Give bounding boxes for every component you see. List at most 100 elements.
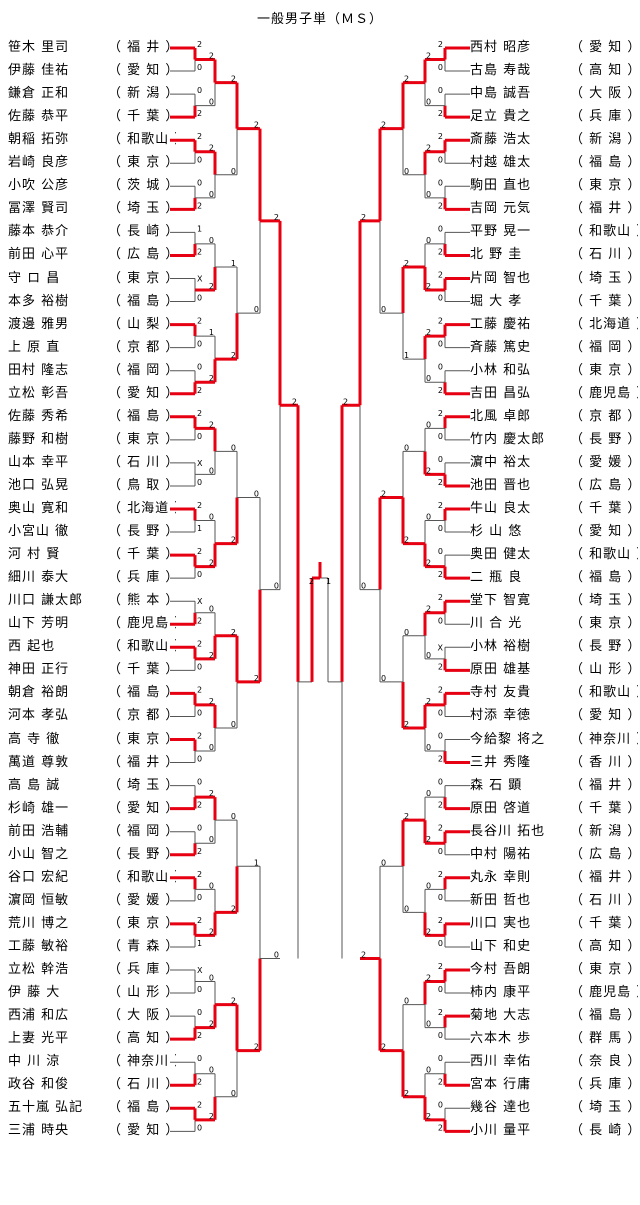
player-name: 鎌倉 正和 [8,86,70,102]
left-score-mark: 2 [254,121,259,130]
right-player-entry: 原田 雄基（ 山 形 ） [470,659,638,681]
right-r1-score-mark: 0 [438,778,443,787]
player-prefecture: （ 神奈川 ） [108,1054,176,1070]
player-prefecture: （ 埼 玉 ） [570,1100,638,1116]
left-player-entry: 萬道 尊敦（ 福 井 ） [8,752,176,774]
left-r1-score-mark: 0 [197,662,202,671]
right-r1-score-mark: 2 [438,1008,443,1017]
left-score-mark: 2 [209,1112,214,1121]
left-score-mark: 0 [231,720,236,729]
player-name: 山下 和史 [470,938,532,954]
left-player-entry: 岩崎 良彦（ 東 京 ） [8,152,176,174]
player-name: 細川 泰大 [8,570,70,586]
left-r1-score-mark: 2 [197,132,202,141]
player-prefecture: （ 茨 城 ） [108,178,176,194]
left-r1-score-mark: 2 [197,916,202,925]
left-r1-score-mark: 0 [197,1008,202,1017]
left-score-mark: 0 [209,466,214,475]
right-r1-score-mark: 2 [438,962,443,971]
left-r1-score-mark: 0 [197,1123,202,1132]
player-name: 小山 智之 [8,846,70,862]
left-player-entry: 笹木 里司（ 福 井 ） [8,37,176,59]
right-score-mark: 2 [404,1089,409,1098]
player-name: 濵岡 恒敏 [8,892,70,908]
player-name: 森 石 顕 [470,777,523,793]
player-name: 堀 大 孝 [470,293,523,309]
left-score-mark: 0 [209,881,214,890]
left-r1-score-mark: 1 [197,939,202,948]
left-player-entry: 高 島 誠（ 埼 玉 ） [8,775,176,797]
player-name: 今村 吾朗 [470,962,532,977]
left-score-mark: 0 [231,443,236,452]
player-prefecture: （ 香 川 ） [570,754,638,770]
right-score-mark: 2 [426,605,431,614]
player-prefecture: （ 東 京 ） [570,616,638,632]
right-r1-score-mark: 0 [438,178,443,187]
left-r1-score-mark: 2 [197,685,202,694]
player-name: 工藤 慶祐 [470,316,532,332]
player-prefecture: （ 福 井 ） [570,201,638,217]
left-score-mark: 2 [254,674,259,683]
player-name: 西 起也 [8,639,56,655]
right-score-mark: 0 [426,190,431,199]
left-r1-score-mark: 0 [197,178,202,187]
player-prefecture: （ 福 井 ） [108,754,176,770]
left-player-entry: 守 ロ 昌（ 東 京 ） [8,268,176,290]
left-r1-score-mark: 0 [197,708,202,717]
player-name: 平野 晃一 [470,224,532,240]
player-prefecture: （ 石 川 ） [108,1077,176,1093]
player-prefecture: （ 千 葉 ） [108,109,176,125]
left-score-mark: 1 [231,259,236,268]
left-player-entry: 佐藤 秀希（ 福 島 ） [8,406,176,428]
right-player-entry: 二 瓶 良（ 福 島 ） [470,567,638,589]
left-r1-score-mark: 0 [197,893,202,902]
left-player-entry: 上妻 光平（ 高 知 ） [8,1028,176,1050]
player-name: 上 原 直 [8,339,61,355]
right-score-mark: 0 [426,420,431,429]
left-player-entry: 川口 謙太郎（ 熊 本 ） [8,590,176,612]
right-player-entry: 森 石 顕（ 福 井 ） [470,775,638,797]
right-r1-score-mark: 0 [438,155,443,164]
left-r1-score-mark: 2 [197,409,202,418]
left-score-mark: 2 [231,628,236,637]
right-score-mark: 2 [361,950,366,959]
final-left-mark: 2 [309,577,314,586]
left-r1-score-mark: 2 [197,1031,202,1040]
right-score-mark: 0 [426,1020,431,1029]
left-r1-score-mark: 0 [197,432,202,441]
left-score-mark: 2 [209,559,214,568]
left-player-entry: 立松 彰吾（ 愛 知 ） [8,383,176,405]
left-player-entry: 神田 正行（ 千 葉 ） [8,659,176,681]
player-prefecture: （ 埼 玉 ） [570,593,638,609]
player-prefecture: （ 京 都 ） [108,339,176,355]
right-score-mark: 0 [426,374,431,383]
left-player-entry: 河 村 賢（ 千 葉 ） [8,544,176,566]
player-prefecture: （ 福 島 ） [570,1008,638,1024]
player-prefecture: （ 東 京 ） [570,962,638,977]
right-score-mark: 2 [381,489,386,498]
player-prefecture: （ 埼 玉 ） [108,777,176,793]
player-prefecture: （ 奈 良 ） [570,1054,638,1070]
right-r1-score-mark: 0 [438,732,443,741]
player-name: 杉 山 悠 [470,524,523,540]
left-score-mark: 2 [231,997,236,1006]
left-player-entry: 佐藤 恭平 （ 千 葉 ） [8,106,176,128]
left-score-mark: 2 [231,351,236,360]
right-score-mark: 0 [426,651,431,660]
left-r1-score-mark: 0 [197,1054,202,1063]
left-score-mark: 0 [274,950,279,959]
right-score-mark: 0 [426,98,431,107]
player-prefecture: （ 京 都 ） [108,708,176,724]
right-player-entry: 斎藤 浩太（ 新 潟 ） [470,129,638,151]
right-player-entry: 幾谷 達也（ 埼 玉 ） [470,1097,638,1119]
right-player-entry: 西村 昭彦（ 愛 知 ） [470,37,638,59]
right-score-mark: 2 [426,835,431,844]
player-name: 工藤 敏裕 [8,938,70,954]
right-player-entry: 今村 吾朗 （ 東 京 ） [470,959,638,981]
player-name: 小吹 公彦 [8,178,70,194]
left-player-entry: 細川 泰大（ 兵 庫 ） [8,567,176,589]
left-player-entry: 立松 幹浩（ 兵 庫 ） [8,959,176,981]
player-name: 上妻 光平 [8,1031,70,1047]
player-name: 佐藤 恭平 [8,109,70,125]
left-player-entry: 五十嵐 弘記（ 福 島 ） [8,1097,176,1119]
